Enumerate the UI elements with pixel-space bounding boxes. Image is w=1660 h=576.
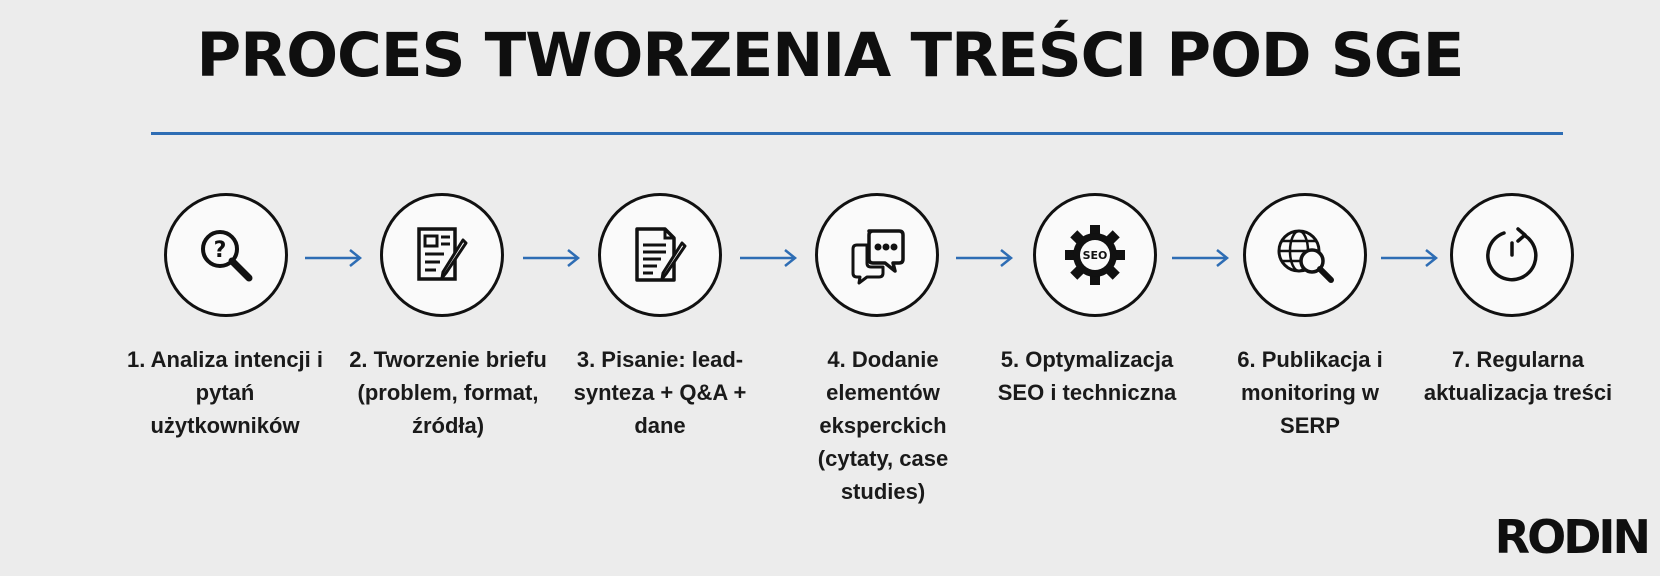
step-4-circle — [815, 193, 939, 317]
step-4-label: 4. Dodanie elementów eksperckich (cytaty… — [817, 347, 949, 504]
arrow-6-icon — [1381, 249, 1439, 267]
step-3-label: 3. Pisanie: lead-synteza + Q&A + dane — [573, 347, 747, 438]
brief-document-icon — [417, 227, 468, 281]
question-search-icon: ? — [201, 230, 253, 282]
arrow-5-icon — [1172, 249, 1230, 267]
step-6-label: 6. Publikacja i monitoring w SERP — [1237, 347, 1383, 438]
step-5-circle: SEO — [1033, 193, 1157, 317]
step-3-circle — [598, 193, 722, 317]
step-1-label: 1. Analiza intencji i pytań użytkowników — [126, 347, 323, 438]
step-2-circle — [380, 193, 504, 317]
writing-document-icon — [635, 227, 687, 282]
globe-search-icon — [1277, 229, 1334, 283]
title-divider — [151, 132, 1563, 135]
step-1-circle: ? — [164, 193, 288, 317]
arrow-2-icon — [523, 249, 581, 267]
arrow-1-icon — [305, 249, 363, 267]
brand-logo: RODIN — [1494, 510, 1651, 564]
step-6-circle — [1243, 193, 1367, 317]
arrow-3-icon — [740, 249, 798, 267]
svg-text:?: ? — [214, 238, 227, 263]
chat-bubbles-icon — [851, 229, 905, 285]
svg-text:SEO: SEO — [1083, 249, 1108, 262]
seo-gear-icon: SEO — [1065, 225, 1125, 285]
step-7-circle — [1450, 193, 1574, 317]
arrow-4-icon — [956, 249, 1014, 267]
step-2-label: 2. Tworzenie briefu (problem, format, źr… — [349, 347, 547, 438]
step-5-label: 5. Optymalizacja SEO i techniczna — [997, 347, 1177, 405]
page-title: PROCES TWORZENIA TREŚCI POD SGE — [196, 20, 1465, 91]
refresh-icon — [1486, 227, 1538, 282]
step-7-label: 7. Regularna aktualizacja treści — [1423, 347, 1613, 405]
